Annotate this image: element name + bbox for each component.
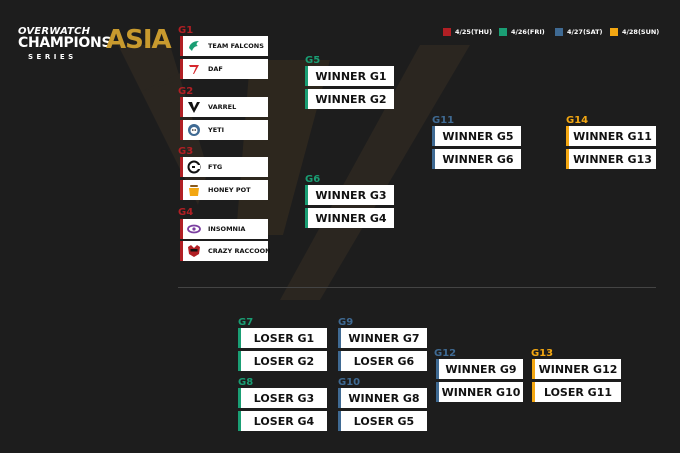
team-slot[interactable]: FTG [180,157,268,177]
team-slot[interactable]: VARREL [180,97,268,117]
event-logo: OVERWATCH CHAMPIONS SERIES ASIA [18,22,172,62]
legend-label: 4/27(SAT) [567,28,603,36]
legend-label: 4/25(THU) [455,28,493,36]
match-label-g13: G13 [531,348,554,359]
bracket-slot[interactable]: LOSER G6 [338,351,427,371]
bracket-slot[interactable]: LOSER G1 [238,328,327,348]
ftg-icon [187,160,201,174]
bracket-slot[interactable]: WINNER G6 [432,149,521,169]
logo-region-text: ASIA [106,25,172,55]
team-name: DAF [208,65,223,73]
bracket-slot[interactable]: WINNER G13 [566,149,656,169]
match-label-g12: G12 [434,348,457,359]
legend-item-sat: 4/27(SAT) [555,27,603,37]
bracket-slot[interactable]: WINNER G10 [436,382,523,402]
insomnia-icon [187,222,201,236]
match-label-g10: G10 [338,377,361,388]
logo-champions-text: CHAMPIONS [18,35,112,51]
bracket-slot[interactable]: WINNER G1 [305,66,394,86]
bracket-slot[interactable]: LOSER G5 [338,411,427,431]
team-slot[interactable]: CRAZY RACCOON [180,241,271,261]
match-label-g8: G8 [238,377,254,388]
yeti-icon [187,123,201,137]
honeypot-icon [187,183,201,197]
bracket-slot[interactable]: WINNER G3 [305,185,394,205]
bracket-slot[interactable]: WINNER G9 [436,359,523,379]
daf-icon [187,62,201,76]
bracket-slot[interactable]: LOSER G2 [238,351,327,371]
bracket-slot[interactable]: WINNER G11 [566,126,656,146]
bracket-slot[interactable]: WINNER G5 [432,126,521,146]
team-slot[interactable]: HONEY POT [180,180,268,200]
bracket-slot[interactable]: WINNER G12 [532,359,621,379]
team-slot[interactable]: DAF [180,59,268,79]
bracket-slot[interactable]: LOSER G11 [532,382,621,402]
team-name: HONEY POT [208,186,251,194]
raccoon-icon [187,244,201,258]
match-label-g9: G9 [338,317,354,328]
legend-swatch [443,28,451,36]
logo-series-text: SERIES [28,53,77,61]
bracket-slot[interactable]: LOSER G4 [238,411,327,431]
logo-overwatch-text: OVERWATCH [18,26,91,37]
team-slot[interactable]: YETI [180,120,268,140]
match-label-g14: G14 [566,115,589,126]
team-name: INSOMNIA [208,225,246,233]
legend-item-sun: 4/28(SUN) [610,27,659,37]
bracket-slot[interactable]: WINNER G7 [338,328,427,348]
team-name: YETI [208,126,224,134]
match-label-g4: G4 [178,207,194,218]
match-label-g6: G6 [305,174,321,185]
team-name: FTG [208,163,223,171]
match-label-g7: G7 [238,317,254,328]
team-slot[interactable]: INSOMNIA [180,219,268,239]
match-label-g11: G11 [432,115,455,126]
team-name: CRAZY RACCOON [208,247,271,255]
match-label-g3: G3 [178,146,194,157]
legend-swatch [610,28,618,36]
legend-label: 4/28(SUN) [622,28,660,36]
bracket-slot[interactable]: WINNER G4 [305,208,394,228]
team-slot[interactable]: TEAM FALCONS [180,36,268,56]
falcon-icon [187,39,201,53]
legend-swatch [555,28,563,36]
team-name: VARREL [208,103,237,111]
legend-swatch [499,28,507,36]
bracket-slot[interactable]: WINNER G2 [305,89,394,109]
bracket-slot[interactable]: LOSER G3 [238,388,327,408]
team-name: TEAM FALCONS [208,42,264,50]
bracket-slot[interactable]: WINNER G8 [338,388,427,408]
legend-item-fri: 4/26(FRI) [499,27,545,37]
varrel-icon [187,100,201,114]
bracket-divider [178,287,656,288]
match-label-g5: G5 [305,55,321,66]
match-label-g1: G1 [178,25,194,36]
legend-label: 4/26(FRI) [511,28,545,36]
legend-item-thu: 4/25(THU) [443,27,492,37]
match-label-g2: G2 [178,86,194,97]
